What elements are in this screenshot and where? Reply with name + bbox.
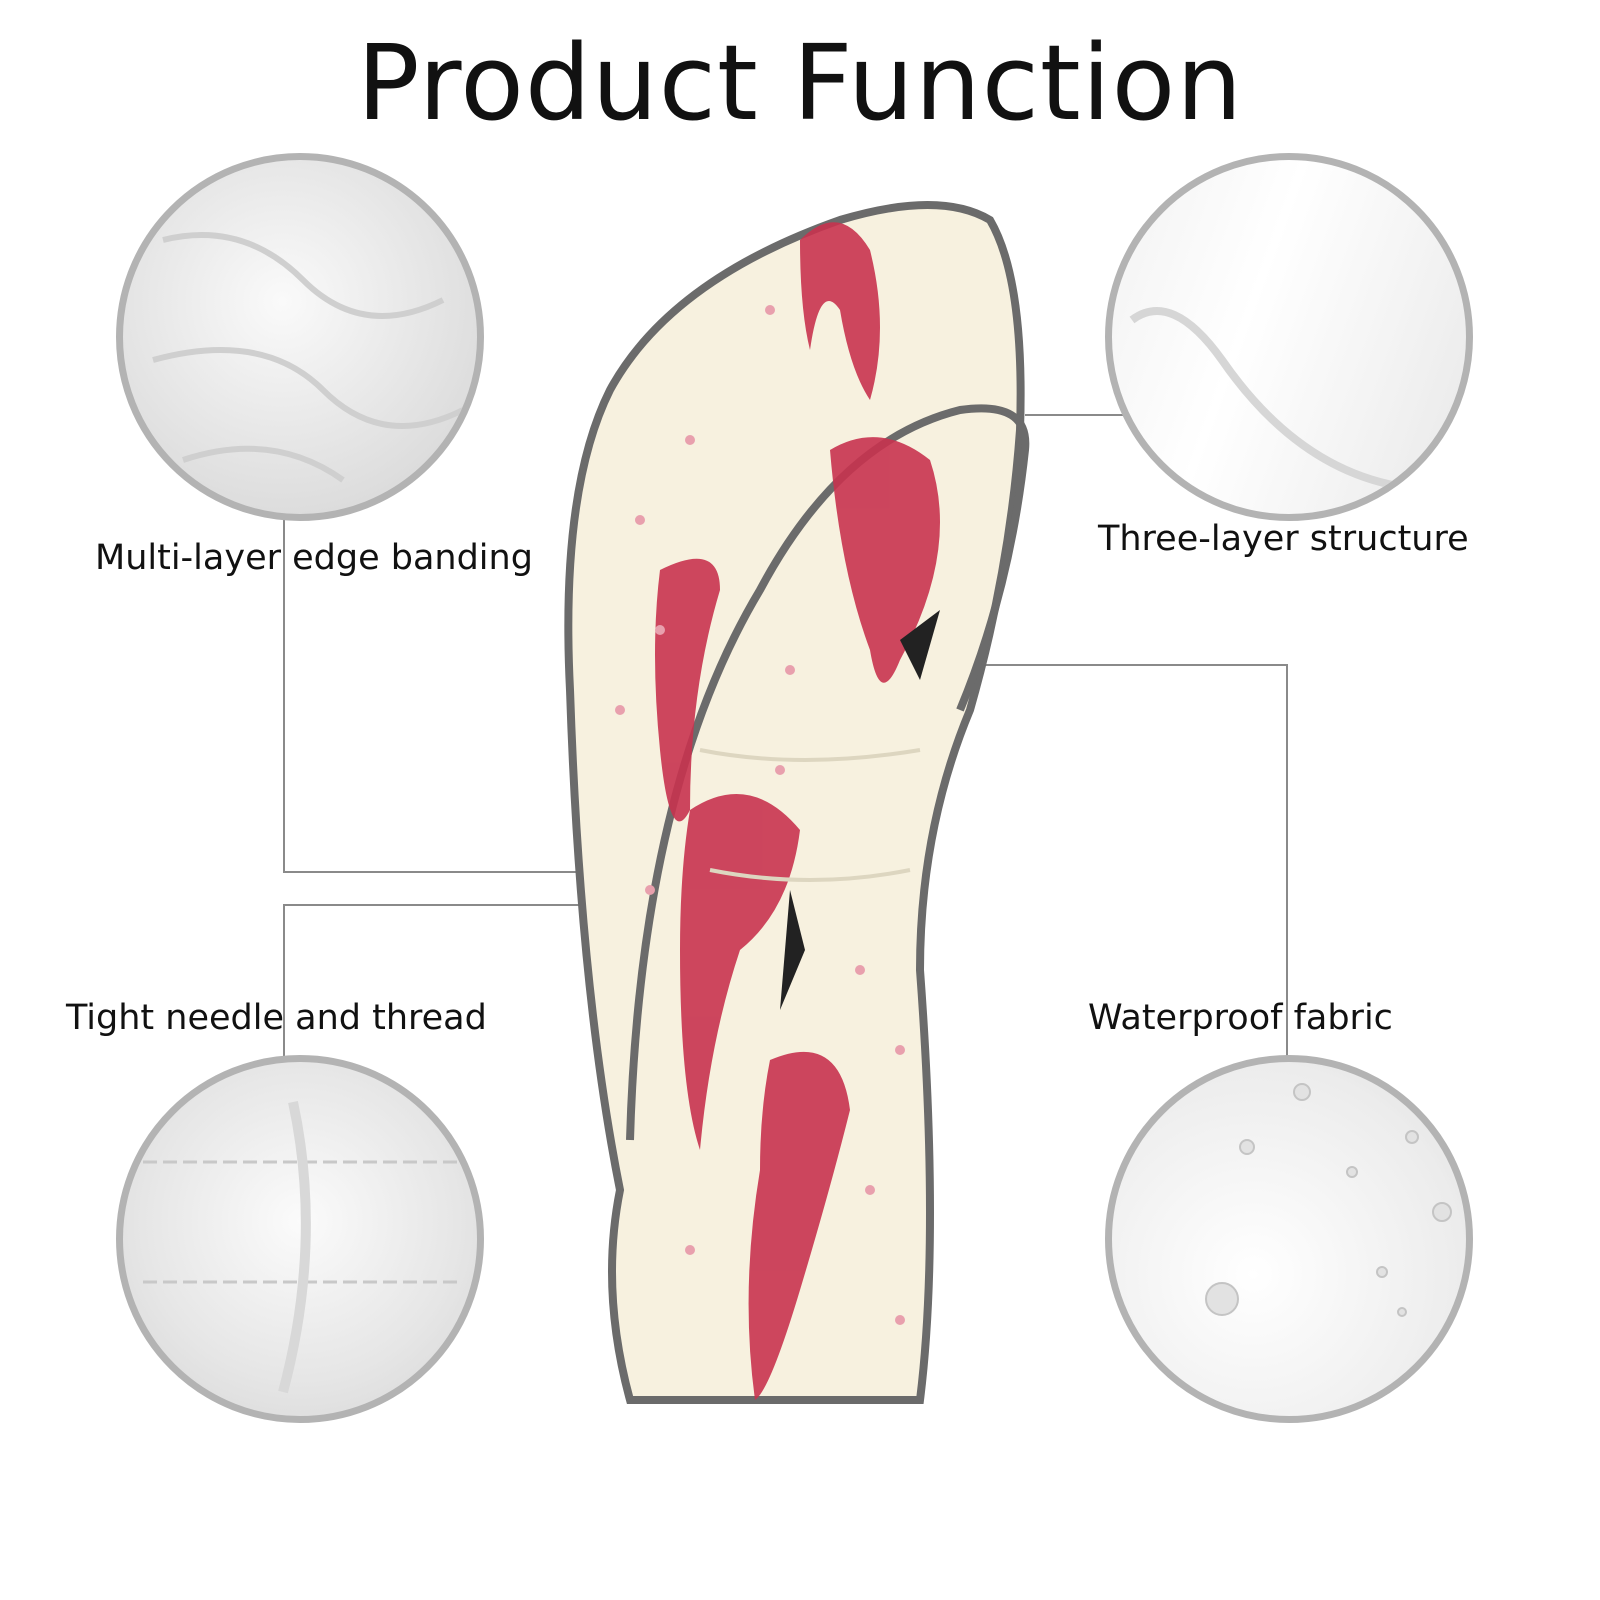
page-title: Product Function [356,22,1244,144]
feature-label-three-layer: Three-layer structure [1098,519,1469,559]
stitching-closeup-icon [116,1055,484,1423]
connector-line [283,904,285,1056]
connector-line [900,664,1288,666]
water-droplets-closeup-icon [1105,1055,1473,1423]
connector-line [283,904,601,906]
connector-line [1025,414,1125,416]
connector-line [283,871,593,873]
feature-label-edge-banding: Multi-layer edge banding [95,538,533,578]
golf-headcover-image [564,201,1030,1404]
connector-line [283,515,285,873]
connector-line [1286,664,1288,1056]
fabric-edge-closeup-icon [1105,153,1473,521]
fabric-folds-closeup-icon [116,153,484,521]
feature-label-waterproof: Waterproof fabric [1088,998,1393,1038]
feature-label-needle-thread: Tight needle and thread [66,998,487,1038]
